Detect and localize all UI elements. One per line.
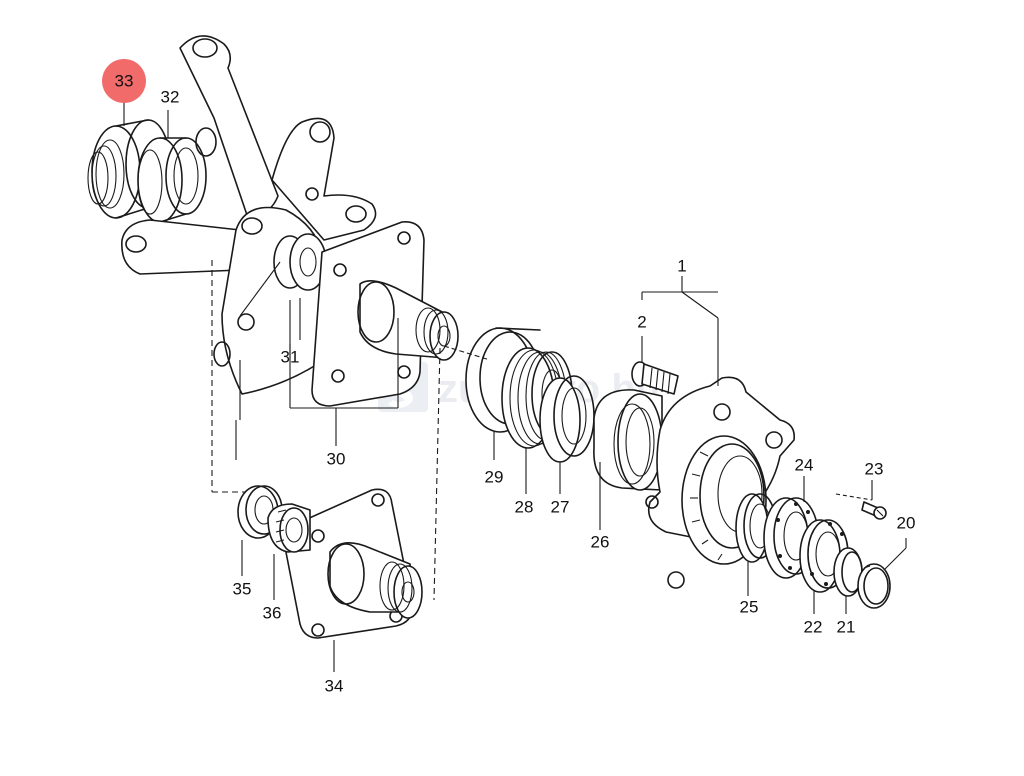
label-32[interactable]: 32	[161, 87, 180, 106]
label-25[interactable]: 25	[740, 597, 759, 616]
label-36[interactable]: 36	[263, 603, 282, 622]
part-30-upper-spindle	[311, 221, 459, 407]
part-23-screw	[861, 501, 887, 520]
label-1[interactable]: 1	[677, 256, 686, 275]
part-20-circlip	[857, 563, 891, 609]
label-22[interactable]: 22	[804, 617, 823, 636]
label-2[interactable]: 2	[637, 312, 646, 331]
part-36-bearing	[267, 503, 311, 553]
label-28[interactable]: 28	[515, 497, 534, 516]
highlight-marker-33[interactable]	[102, 59, 146, 103]
part-33-seal	[87, 119, 171, 219]
leader-lines	[123, 100, 907, 672]
part-2-stud	[631, 361, 679, 395]
label-27[interactable]: 27	[551, 497, 570, 516]
label-30[interactable]: 30	[327, 449, 346, 468]
part-26-bearing	[593, 389, 663, 491]
label-34[interactable]: 34	[325, 676, 344, 695]
label-23[interactable]: 23	[865, 459, 884, 478]
label-31[interactable]: 31	[281, 347, 300, 366]
part-32-race	[137, 137, 207, 223]
steering-knuckle	[121, 35, 377, 395]
label-20[interactable]: 20	[897, 513, 916, 532]
label-24[interactable]: 24	[795, 455, 814, 474]
label-29[interactable]: 29	[485, 467, 504, 486]
part-labels: 1 2 20 21 22 23 24 25 26 27 28 29 30 31 …	[115, 71, 916, 695]
part-34-lower-spindle	[282, 488, 423, 639]
label-33[interactable]: 33	[115, 71, 134, 90]
label-35[interactable]: 35	[233, 579, 252, 598]
label-21[interactable]: 21	[837, 617, 856, 636]
label-26[interactable]: 26	[591, 532, 610, 551]
